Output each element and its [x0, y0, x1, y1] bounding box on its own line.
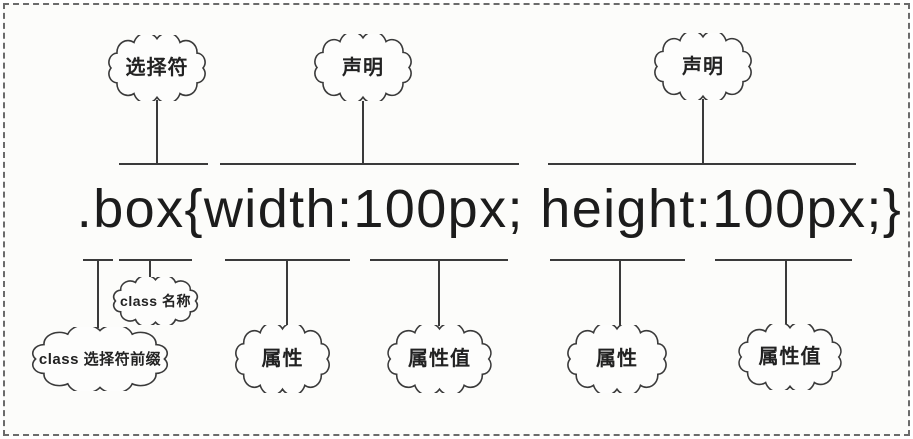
cloud-selector: 选择符	[107, 35, 207, 101]
connector-bar-declaration-2	[548, 163, 856, 165]
cloud-label: 声明	[342, 56, 384, 79]
connector-stem-value-1	[438, 259, 440, 326]
cloud-declaration-2: 声明	[653, 33, 753, 100]
connector-stem-property-2	[619, 259, 621, 326]
cloud-class-name: class 名称	[112, 277, 199, 325]
cloud-label: 选择符	[125, 57, 189, 79]
cloud-label: class 名称	[120, 293, 191, 309]
cloud-label: 属性值	[408, 348, 471, 370]
connector-bar-declaration-1	[220, 163, 519, 165]
connector-stem-property-1	[286, 259, 288, 326]
connector-bar-property-2	[550, 259, 685, 261]
connector-bar-selector	[119, 163, 208, 165]
cloud-declaration-1: 声明	[313, 34, 413, 101]
connector-stem-selector	[156, 100, 158, 163]
connector-stem-class-name	[149, 259, 151, 278]
cloud-label: class 选择符前缀	[38, 350, 162, 368]
cloud-property-2: 属性	[566, 325, 668, 393]
connector-bar-class-name	[119, 259, 192, 261]
cloud-class-prefix: class 选择符前缀	[30, 327, 170, 391]
cloud-value-1: 属性值	[386, 325, 493, 393]
connector-stem-declaration-1	[362, 101, 364, 163]
css-code-text: .box{width:100px; height:100px;}	[76, 179, 903, 239]
cloud-property-1: 属性	[234, 325, 331, 393]
cloud-label: 属性	[261, 348, 304, 370]
cloud-label: 声明	[682, 55, 724, 78]
connector-stem-declaration-2	[702, 99, 704, 163]
connector-stem-value-2	[785, 259, 787, 326]
connector-bar-value-2	[715, 259, 852, 261]
cloud-label: 属性值	[758, 346, 822, 368]
cloud-value-2: 属性值	[737, 324, 843, 390]
connector-stem-class-prefix	[97, 259, 99, 328]
cloud-label: 属性	[596, 348, 638, 370]
